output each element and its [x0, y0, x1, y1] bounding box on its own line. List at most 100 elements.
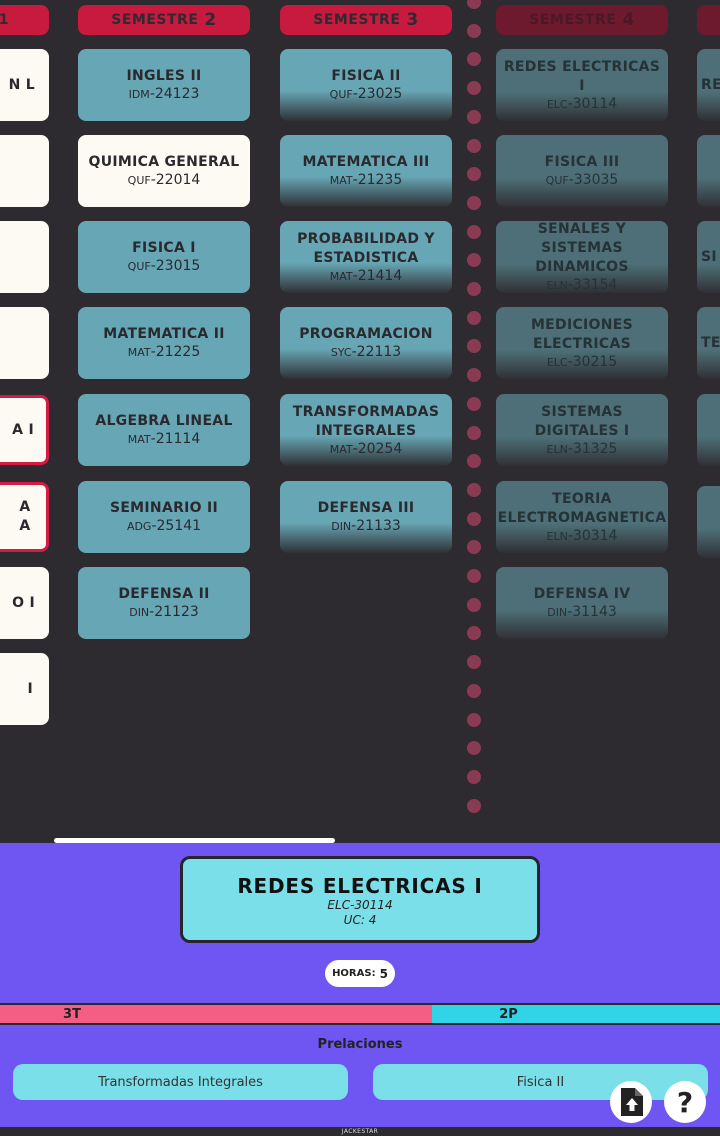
divider-dot [467, 52, 481, 67]
course-code: SYC-22113 [330, 344, 402, 360]
course-card[interactable]: A A [0, 482, 49, 552]
selected-course-title: REDES ELECTRICAS I [237, 874, 483, 898]
course-card-fisica-i[interactable]: FISICA I QUF-23015 [78, 221, 250, 293]
horizontal-scrollbar[interactable] [54, 838, 335, 843]
course-card-matematica-iii[interactable]: MATEMATICA III MAT-21235 [280, 135, 452, 207]
course-card-defensa-iii[interactable]: DEFENSA III DIN-21133 [280, 481, 452, 553]
semester-label: SEMESTRE [111, 12, 199, 28]
course-card[interactable]: RE [697, 49, 720, 121]
divider-dot [467, 798, 481, 813]
divider-dot [467, 511, 481, 526]
course-name: QUIMICA GENERAL [88, 154, 240, 170]
course-card[interactable] [0, 221, 49, 293]
course-code: QUF-23025 [329, 86, 403, 102]
semester-3-header[interactable]: SEMESTRE 3 [280, 5, 452, 35]
course-card[interactable] [697, 486, 720, 558]
course-card[interactable]: I [0, 653, 49, 725]
course-name: REDES ELECTRICAS I [503, 58, 661, 94]
divider-dot [467, 482, 481, 497]
help-button[interactable]: ? [664, 1081, 706, 1123]
course-card-senales[interactable]: SENALES Y SISTEMAS DINAMICOS ELN-33154 [496, 221, 668, 293]
divider-dot [467, 741, 481, 756]
course-card-redes-electricas-i[interactable]: REDES ELECTRICAS I ELC-30114 [496, 49, 668, 121]
divider-dot [467, 454, 481, 469]
practice-hours-label: 2P [499, 1006, 518, 1022]
course-card-fisica-iii[interactable]: FISICA III QUF-33035 [496, 135, 668, 207]
course-card[interactable] [697, 135, 720, 207]
hours-split-bar: 3T 2P [0, 1003, 720, 1025]
course-card-transformadas[interactable]: TRANSFORMADAS INTEGRALES MAT-20254 [280, 394, 452, 466]
course-card[interactable] [0, 307, 49, 379]
theory-hours-segment: 3T [0, 1005, 432, 1023]
semester-4-header[interactable]: SEMESTRE 4 [496, 5, 668, 35]
course-code: MAT-21114 [127, 431, 201, 447]
prelacion-chip[interactable]: Transformadas Integrales [13, 1064, 348, 1100]
semester-4-column: SEMESTRE 4 REDES ELECTRICAS I ELC-30114 … [496, 5, 668, 639]
divider-dot [467, 540, 481, 555]
course-name: A A [19, 499, 31, 534]
course-card-seminario-ii[interactable]: SEMINARIO II ADG-25141 [78, 481, 250, 553]
course-card[interactable] [0, 135, 49, 207]
course-card[interactable]: A I [0, 395, 49, 465]
course-card[interactable]: SI [697, 221, 720, 293]
course-code: QUF-33035 [545, 172, 619, 188]
course-card-fisica-ii[interactable]: FISICA II QUF-23025 [280, 49, 452, 121]
semester-label: SEMESTRE [313, 12, 401, 28]
course-card-defensa-iv[interactable]: DEFENSA IV DIN-31143 [496, 567, 668, 639]
semester-number: 4 [622, 10, 635, 30]
course-card[interactable] [697, 394, 720, 466]
semester-1-header[interactable]: 1 [0, 5, 49, 35]
footer-credit: JACKESTAR [0, 1127, 720, 1136]
course-name: INGLES II [126, 68, 202, 84]
divider-dot [467, 195, 481, 210]
course-code: ELN-31325 [546, 440, 618, 457]
prelacion-chip[interactable]: Fisica II [373, 1064, 708, 1100]
theory-hours-label: 3T [63, 1006, 81, 1022]
course-card[interactable]: TE [697, 307, 720, 379]
selected-course-uc: UC: 4 [343, 913, 377, 927]
divider-dot [467, 655, 481, 670]
course-card-ingles-ii[interactable]: INGLES II IDM-24123 [78, 49, 250, 121]
semester-1-column: 1 N L A I A A O I I [0, 5, 49, 725]
course-code: MAT-21414 [329, 267, 403, 284]
divider-dot [467, 81, 481, 96]
course-code: MAT-21235 [329, 172, 403, 188]
course-code: MAT-21225 [127, 344, 201, 360]
course-card[interactable]: O I [0, 567, 49, 639]
course-name: ALGEBRA LINEAL [95, 413, 233, 429]
divider-dot [467, 683, 481, 698]
course-code: ELN-33154 [546, 277, 618, 293]
divider-dot [467, 224, 481, 239]
course-name: SENALES Y SISTEMAS DINAMICOS [535, 221, 629, 275]
course-card-algebra-lineal[interactable]: ALGEBRA LINEAL MAT-21114 [78, 394, 250, 466]
prelaciones-title: Prelaciones [317, 1037, 403, 1052]
course-card[interactable]: N L [0, 49, 49, 121]
course-card-quimica-general[interactable]: QUIMICA GENERAL QUF-22014 [78, 135, 250, 207]
semester-2-header[interactable]: SEMESTRE 2 [78, 5, 250, 35]
course-code: DIN-31143 [547, 604, 617, 620]
export-file-button[interactable] [610, 1081, 652, 1123]
course-card-mediciones[interactable]: MEDICIONES ELECTRICAS ELC-30215 [496, 307, 668, 379]
semester-2-column: SEMESTRE 2 INGLES II IDM-24123 QUIMICA G… [78, 5, 250, 639]
course-code: ELC-30215 [546, 353, 618, 370]
semester-5-header[interactable] [697, 5, 720, 35]
course-name: PROGRAMACION [299, 326, 433, 342]
divider-dot [467, 167, 481, 182]
course-card-probabilidad[interactable]: PROBABILIDAD Y ESTADISTICA MAT-21414 [280, 221, 452, 293]
divider-dot [467, 23, 481, 38]
semester-number: 3 [406, 10, 419, 30]
question-mark-icon: ? [676, 1085, 694, 1119]
course-card-sistemas-digitales[interactable]: SISTEMAS DIGITALES I ELN-31325 [496, 394, 668, 466]
course-card-defensa-ii[interactable]: DEFENSA II DIN-21123 [78, 567, 250, 639]
hours-label: HORAS: [332, 968, 376, 979]
course-code: DIN-21133 [331, 518, 401, 534]
course-card-matematica-ii[interactable]: MATEMATICA II MAT-21225 [78, 307, 250, 379]
course-name: FISICA I [132, 240, 196, 256]
divider-dot [467, 339, 481, 354]
divider-dot [467, 0, 481, 9]
course-card-teoria-em[interactable]: TEORIA ELECTROMAGNETICA ELN-30314 [496, 481, 668, 553]
divider-dot [467, 310, 481, 325]
course-code: ELC-30114 [546, 95, 618, 112]
hours-value: 5 [379, 966, 388, 981]
course-card-programacion[interactable]: PROGRAMACION SYC-22113 [280, 307, 452, 379]
